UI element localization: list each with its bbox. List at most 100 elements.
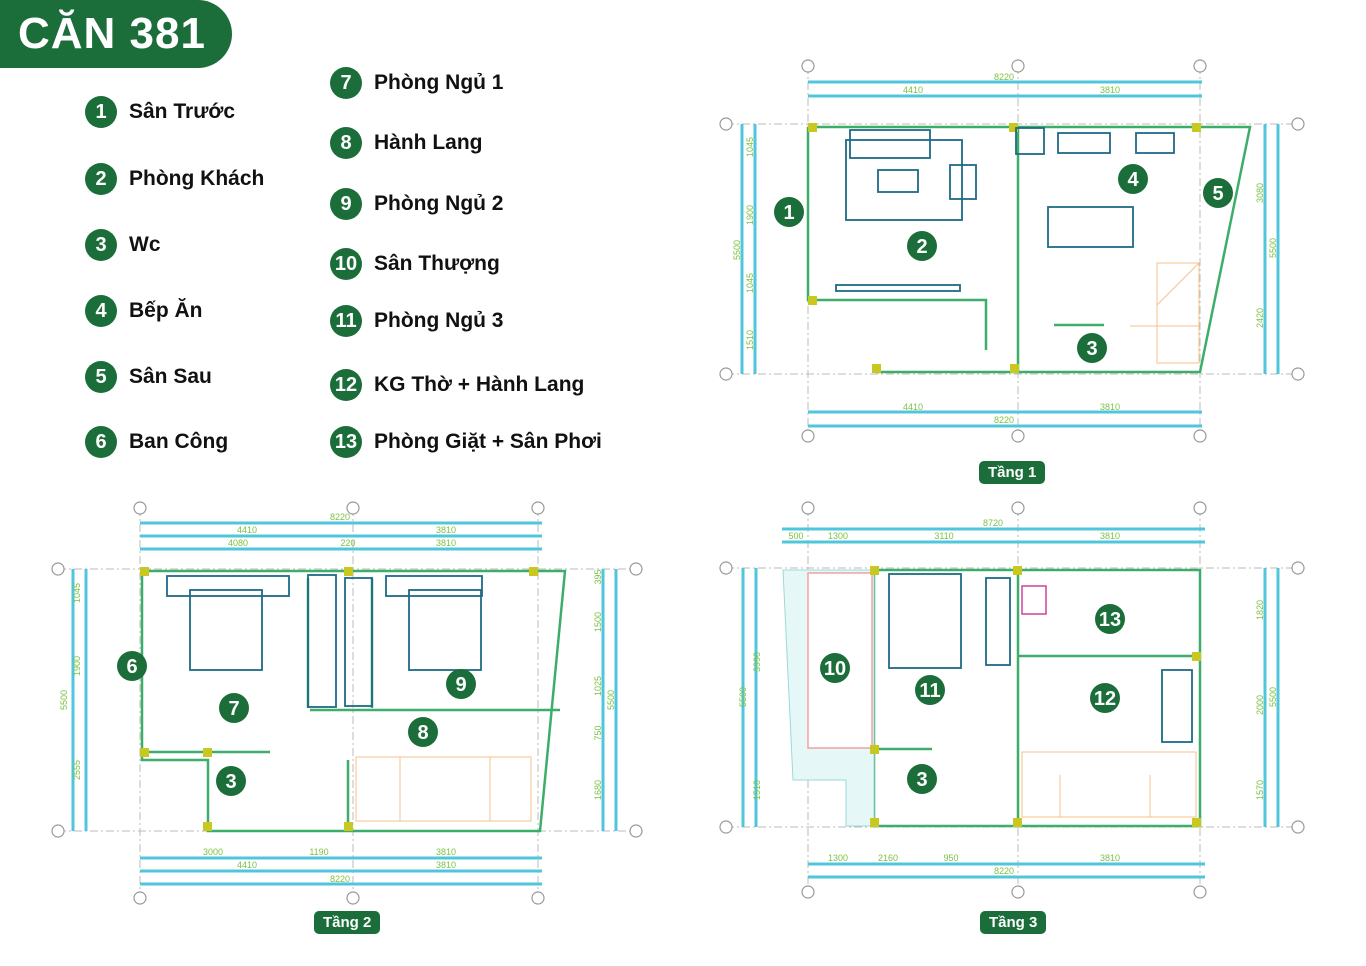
dimension-label: 5500 — [738, 687, 748, 707]
svg-text:3: 3 — [916, 769, 927, 791]
svg-text:7: 7 — [228, 698, 239, 720]
floor-plan-3: 8720 500 1300 3110 3810 1300 2160 950 38… — [719, 501, 1305, 899]
legend-number: 7 — [330, 67, 362, 99]
room-marker-5: 5 — [1203, 178, 1233, 208]
dimension-label: 1300 — [828, 853, 848, 863]
room-marker-9: 9 — [446, 669, 476, 699]
legend-item: 9 Phòng Ngủ 2 — [330, 187, 504, 221]
room-marker-4: 4 — [1118, 164, 1148, 194]
dimension-label: 2000 — [1255, 695, 1265, 715]
legend-number: 3 — [85, 229, 117, 261]
dimension-label: 750 — [593, 725, 603, 740]
legend-number: 4 — [85, 295, 117, 327]
dimension-label: 3000 — [203, 847, 223, 857]
room-marker-10: 10 — [820, 653, 850, 683]
dimension-label: 3810 — [436, 847, 456, 857]
legend-label: Hành Lang — [374, 131, 483, 154]
dimension-label: 3810 — [436, 538, 456, 548]
dimension-label: 2420 — [1255, 308, 1265, 328]
dimension-label: 395 — [593, 569, 603, 584]
svg-text:9: 9 — [455, 674, 466, 696]
svg-text:11: 11 — [919, 680, 940, 702]
legend-label: Phòng Ngủ 2 — [374, 192, 504, 215]
dimension-label: 2555 — [72, 760, 82, 780]
legend-number: 12 — [330, 369, 362, 401]
dimension-label: 8220 — [994, 866, 1014, 876]
legend-number: 8 — [330, 127, 362, 159]
svg-text:13: 13 — [1099, 609, 1121, 631]
floor-label-3: Tầng 3 — [980, 911, 1047, 934]
dimension-label: 5500 — [1268, 238, 1278, 258]
legend-item: 4 Bếp Ăn — [85, 294, 203, 328]
floor-plan-1: 8220 4410 3810 4410 3810 8220 1045 1900 … — [719, 59, 1305, 443]
dimension-label: 1820 — [1255, 600, 1265, 620]
svg-text:5: 5 — [1212, 183, 1223, 205]
dimension-label: 1045 — [745, 137, 755, 157]
dimension-label: 1190 — [309, 847, 328, 857]
dimension-label: 5500 — [732, 240, 742, 260]
legend-number: 2 — [85, 163, 117, 195]
dimension-label: 3810 — [436, 525, 456, 535]
dimension-label: 8720 — [983, 518, 1003, 528]
room-marker-12: 12 — [1090, 683, 1120, 713]
dimension-label: 5500 — [606, 690, 616, 710]
floor-label-2: Tầng 2 — [314, 911, 381, 934]
legend-label: Phòng Ngủ 1 — [374, 71, 504, 94]
legend-number: 10 — [330, 248, 362, 280]
dimension-label: 1680 — [593, 780, 603, 800]
dimension-label: 3990 — [752, 652, 762, 672]
dimension-label: 3810 — [1100, 402, 1120, 412]
room-marker-7: 7 — [219, 693, 249, 723]
room-marker-1: 1 — [774, 197, 804, 227]
dimension-label: 4410 — [237, 860, 257, 870]
legend-number: 1 — [85, 96, 117, 128]
dimension-label: 1900 — [745, 205, 755, 225]
svg-text:2: 2 — [916, 236, 927, 258]
legend-item: 7 Phòng Ngủ 1 — [330, 66, 504, 100]
legend-item: 8 Hành Lang — [330, 126, 483, 160]
svg-text:1: 1 — [783, 202, 794, 224]
dimension-label: 1570 — [1255, 780, 1265, 800]
dimension-label: 3810 — [1100, 531, 1120, 541]
dimension-label: 950 — [943, 853, 958, 863]
legend-label: Sân Thượng — [374, 252, 500, 275]
dimension-label: 3080 — [1255, 183, 1265, 203]
dimension-label: 4410 — [903, 402, 923, 412]
svg-text:3: 3 — [225, 771, 236, 793]
svg-text:6: 6 — [126, 656, 137, 678]
dimension-label: 1500 — [593, 612, 603, 632]
plan-title: CĂN 381 — [0, 0, 232, 68]
dimension-label: 5500 — [59, 690, 69, 710]
dimension-label: 1900 — [72, 656, 82, 676]
floor-label-1: Tầng 1 — [979, 461, 1046, 484]
dimension-label: 8220 — [994, 72, 1014, 82]
room-marker-3: 3 — [216, 766, 246, 796]
dimension-label: 1045 — [72, 583, 82, 603]
dimension-label: 3810 — [1100, 85, 1120, 95]
legend-label: Bếp Ăn — [129, 299, 203, 322]
svg-text:3: 3 — [1086, 338, 1097, 360]
legend-label: Ban Công — [129, 430, 229, 453]
svg-text:12: 12 — [1094, 688, 1116, 710]
dimension-label: 1025 — [593, 676, 603, 696]
room-marker-2: 2 — [907, 231, 937, 261]
legend-number: 5 — [85, 361, 117, 393]
legend-item: 10 Sân Thượng — [330, 247, 500, 281]
dimension-label: 3810 — [1100, 853, 1120, 863]
dimension-label: 3110 — [934, 531, 953, 541]
dimension-label: 220 — [340, 538, 355, 548]
dimension-label: 3810 — [436, 860, 456, 870]
legend-number: 11 — [330, 305, 362, 337]
legend-number: 9 — [330, 188, 362, 220]
dimension-label: 1045 — [745, 273, 755, 293]
dimension-label: 5500 — [1268, 687, 1278, 707]
